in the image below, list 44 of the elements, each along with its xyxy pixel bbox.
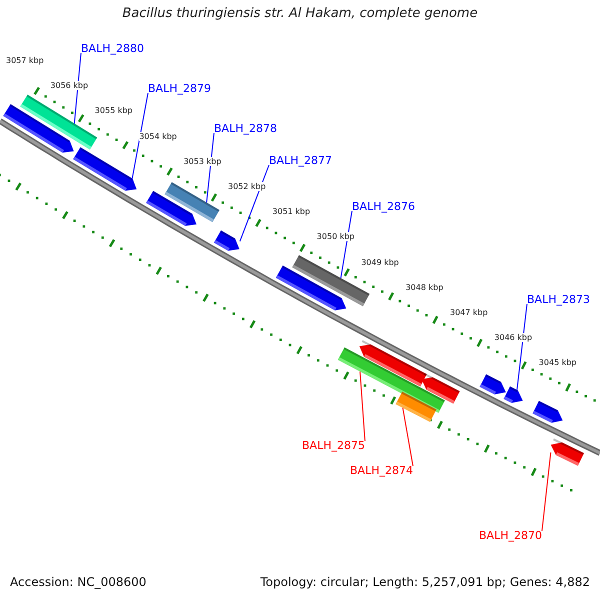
leader-line: [360, 371, 366, 442]
gene-label: BALH_2880: [81, 42, 144, 55]
gene-feature: [532, 400, 563, 423]
scale-label: 3055 kbp: [94, 106, 132, 116]
leader-line: [239, 164, 270, 242]
scale-label: 3049 kbp: [361, 258, 399, 267]
gene-label: BALH_2873: [527, 293, 590, 306]
scale-label: 3057 kbp: [6, 56, 44, 65]
scale-label: 3053 kbp: [184, 156, 222, 166]
leader-line: [74, 52, 82, 124]
scale-label: 3052 kbp: [228, 182, 266, 191]
scale-label: 3046 kbp: [494, 333, 532, 342]
leader-line: [206, 132, 214, 203]
gene-label: BALH_2878: [214, 122, 277, 135]
scale-label: 3047 kbp: [450, 308, 488, 317]
gene-feature: [73, 147, 137, 191]
gene-label: BALH_2876: [352, 200, 415, 213]
genome-stats-text: Topology: circular; Length: 5,257,091 bp; Genes: 4,882: [260, 575, 590, 589]
title: Bacillus thuringiensis str. Al Hakam, complete genome: [121, 6, 479, 21]
gene-bar: [396, 392, 436, 422]
scale-label: 3050 kbp: [316, 232, 354, 242]
gene-label: BALH_2879: [148, 82, 211, 95]
gene-label: BALH_2874: [350, 464, 413, 477]
scale-label: 3051 kbp: [272, 207, 310, 216]
leader-line: [516, 304, 528, 390]
gene-feature: [480, 374, 506, 394]
gene-feature: [146, 190, 196, 226]
leader-line: [340, 210, 352, 279]
gene-feature: [550, 438, 584, 466]
scale-label: 3045 kbp: [538, 358, 576, 368]
gene-label: BALH_2875: [302, 439, 365, 452]
scale-label: 3048 kbp: [406, 282, 444, 292]
gene-label: BALH_2877: [269, 154, 332, 167]
scale-label: 3054 kbp: [139, 132, 177, 141]
accession-text: Accession: NC_008600: [10, 575, 146, 589]
gene-feature: [214, 230, 240, 251]
gene-feature: [3, 104, 74, 153]
gene-feature: [504, 386, 523, 403]
scale-label: 3056 kbp: [50, 81, 88, 90]
leader-line: [402, 407, 414, 466]
gene-feature: [276, 266, 346, 310]
leader-line: [132, 92, 148, 179]
gene-label: BALH_2870: [479, 529, 542, 542]
leader-line: [541, 452, 552, 532]
